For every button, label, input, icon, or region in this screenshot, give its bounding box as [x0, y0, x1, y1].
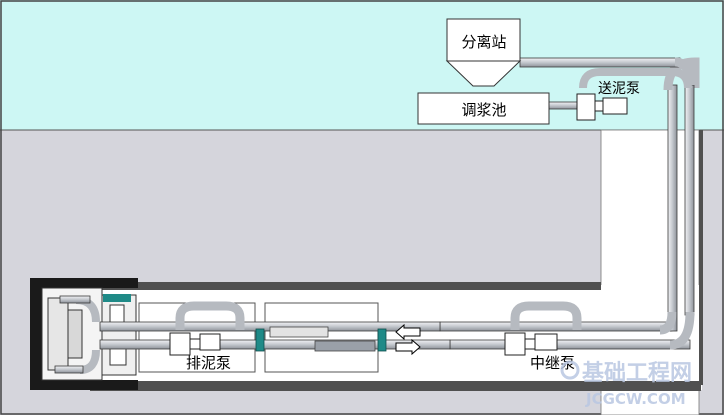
slurry-tank-label: 调浆池: [461, 101, 506, 119]
tunnel-pipe-lower: [99, 339, 451, 350]
slurry-tank: [417, 92, 550, 125]
tunnel-lining-bottom: [90, 381, 701, 391]
feed-pump: [576, 93, 628, 121]
watermark-site: JCGCW.COM: [585, 390, 686, 408]
separation-station: [445, 18, 522, 87]
discharge-pump: [169, 332, 221, 356]
trailer-tank-lower: [314, 340, 376, 352]
watermark-logo-icon: [560, 360, 580, 380]
flow-arrow-right: [395, 338, 421, 356]
supply-pipe-vertical: [684, 84, 695, 316]
discharge-pump-label: 排泥泵: [186, 354, 231, 372]
flow-arrow-left: [395, 323, 421, 341]
shaft-wall-right: [699, 130, 703, 385]
return-pipe-vertical: [667, 84, 678, 332]
surface-pipe-top: [519, 57, 681, 68]
separation-station-label: 分离站: [461, 33, 506, 51]
separation-hopper: [445, 60, 522, 87]
trailer-equipment-housing: [264, 302, 379, 373]
shield-valve: [103, 294, 131, 302]
valve-left: [255, 328, 265, 352]
trailer-tank-upper: [269, 326, 329, 338]
tunnel-lining-top: [90, 282, 601, 290]
return-pipe-horizontal: [439, 321, 673, 332]
valve-right: [377, 328, 387, 352]
feed-pump-label: 送泥泵: [598, 81, 640, 97]
relay-pump: [504, 332, 558, 356]
watermark: 基础工程网 JCGCW.COM: [560, 360, 692, 408]
watermark-name: 基础工程网: [582, 361, 692, 386]
supply-pipe-horizontal: [449, 339, 691, 350]
top-elbow: [663, 57, 700, 91]
pipeline-network: [54, 57, 700, 374]
